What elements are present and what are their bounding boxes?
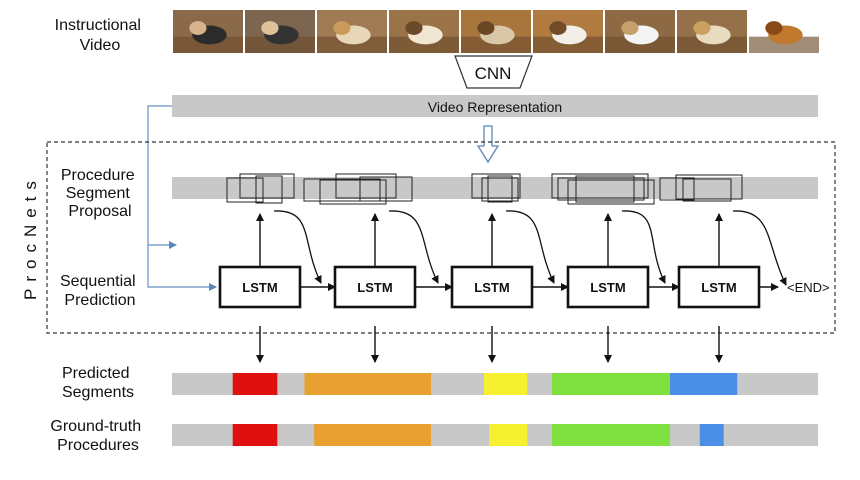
representation-arrow: [476, 125, 500, 164]
procnets-label: ProcNets: [21, 174, 40, 300]
proposal-box: [481, 177, 519, 202]
feedback-arrow: [621, 210, 666, 284]
ground-truth-procedures-label: Ground-truth Procedures: [50, 418, 145, 454]
proposal-box: [239, 173, 295, 199]
proposal-box: [303, 178, 381, 202]
video-frame: [533, 10, 603, 53]
cnn-block: [454, 55, 533, 89]
proposal-box: [226, 177, 264, 203]
proposal-box: [675, 174, 743, 200]
video-frame-strip: [173, 10, 819, 53]
lstm-label: LSTM: [242, 280, 277, 295]
video-representation-label: Video Representation: [428, 99, 562, 115]
segment-blue: [670, 373, 738, 395]
proposal-box: [487, 175, 513, 203]
lstm-box: [218, 265, 302, 309]
proposal-box: [335, 173, 397, 199]
segment-red: [232, 424, 278, 446]
feedback-arrow: [388, 210, 439, 284]
segment-green: [551, 424, 671, 446]
video-frame: [245, 10, 315, 53]
video-frame: [677, 10, 747, 53]
lstm-label: LSTM: [474, 280, 509, 295]
lstm-label: LSTM: [357, 280, 392, 295]
segment-green: [551, 373, 671, 395]
proposal-box: [659, 177, 695, 201]
video-frame: [749, 10, 819, 53]
proposal-box: [567, 179, 655, 205]
predicted-segments-label: Predicted Segments: [62, 365, 134, 401]
video-frame: [389, 10, 459, 53]
lstm-box: [566, 265, 650, 309]
cnn-label: CNN: [475, 64, 512, 83]
video-frame: [317, 10, 387, 53]
video-frame: [461, 10, 531, 53]
predicted-segments-track: [172, 373, 818, 395]
instructional-video-label: Instructional Video: [55, 17, 146, 54]
ground-truth-procedures-track: [172, 424, 818, 446]
feedback-arrow: [732, 210, 787, 286]
proposal-bar: [172, 177, 818, 199]
proposal-box: [319, 179, 387, 205]
end-token-label: <END>: [787, 280, 830, 295]
video-representation-bar: [172, 95, 818, 117]
segment-blue: [699, 424, 724, 446]
lstm-chain: LSTM LSTM LSTM LSTM LSTM: [218, 210, 787, 363]
segment-orange: [304, 373, 432, 395]
lstm-box: [677, 265, 761, 309]
representation-to-proposal-line: [147, 105, 177, 249]
proposal-box: [551, 173, 649, 199]
feedback-arrow: [505, 210, 555, 284]
segment-yellow: [489, 424, 528, 446]
feedback-arrow: [273, 210, 322, 284]
proposal-box: [682, 178, 732, 202]
video-frame: [173, 10, 243, 53]
proposal-box: [255, 175, 283, 204]
representation-to-lstm-line: [147, 245, 217, 291]
procnets-box: [46, 141, 836, 334]
proposal-boxes: [226, 173, 743, 205]
video-frame: [605, 10, 675, 53]
proposal-box: [359, 176, 413, 202]
segment-red: [232, 373, 278, 395]
lstm-label: LSTM: [701, 280, 736, 295]
proposal-box: [557, 177, 645, 201]
procedure-segment-proposal-label: Procedure Segment Proposal: [61, 167, 139, 220]
proposal-box: [575, 175, 635, 203]
segment-orange: [314, 424, 432, 446]
lstm-box: [450, 265, 534, 309]
lstm-label: LSTM: [590, 280, 625, 295]
proposal-box: [471, 173, 521, 199]
lstm-box: [333, 265, 417, 309]
segment-yellow: [484, 373, 528, 395]
sequential-prediction-label: Sequential Prediction: [60, 273, 140, 309]
